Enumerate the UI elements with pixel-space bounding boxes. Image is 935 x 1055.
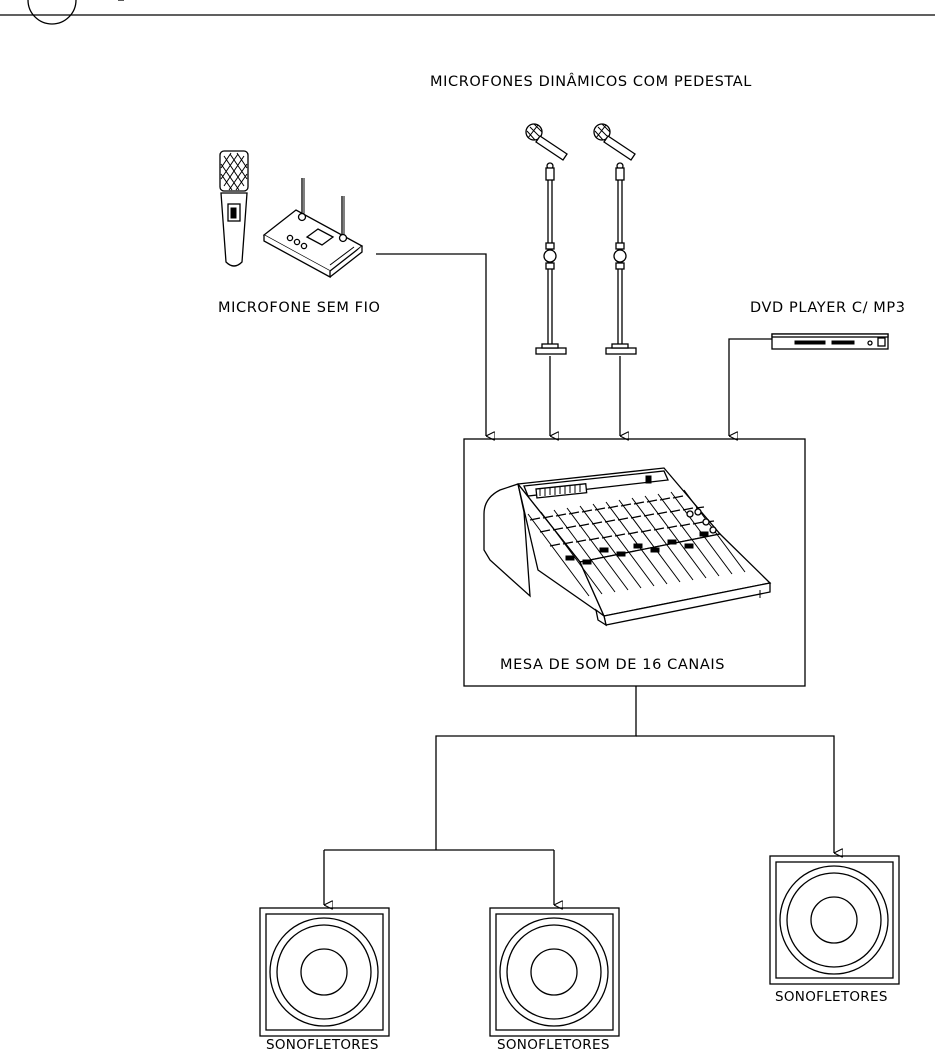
speaker-3-label: SONOFLETORES [775,989,888,1005]
output-connections [323,686,834,905]
dynamic-mic-stand-2-icon [593,123,637,355]
wireless-receiver-icon [262,178,364,279]
wireless-mic-icon [219,150,249,267]
speaker-2-icon [489,907,620,1037]
wireless-mic-label: MICROFONE SEM FIO [218,300,381,316]
speaker-2-label: SONOFLETORES [497,1037,610,1053]
header-fragment [0,0,935,25]
dvd-player-label: DVD PLAYER C/ MP3 [750,300,906,316]
mixer-label: MESA DE SOM DE 16 CANAIS [500,657,725,673]
speaker-3-icon [769,855,900,985]
mixing-console-icon [483,467,772,627]
mixer-box [463,438,806,687]
speaker-1-icon [259,907,390,1037]
dvd-player-icon [771,333,889,350]
input-connections [376,253,772,436]
speaker-1-label: SONOFLETORES [266,1037,379,1053]
dynamic-mic-stand-1-icon [525,123,568,355]
dynamic-mics-label: MICROFONES DINÂMICOS COM PEDESTAL [430,72,752,90]
